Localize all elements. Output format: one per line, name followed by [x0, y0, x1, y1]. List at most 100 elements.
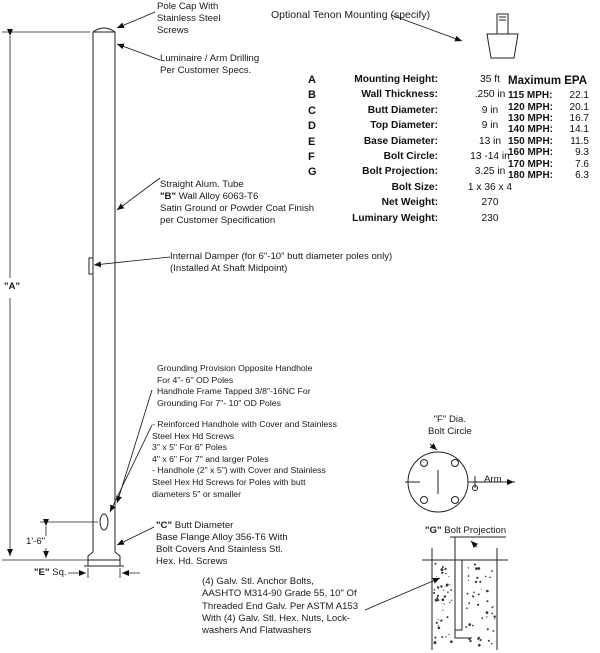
spec-key: E: [308, 135, 316, 148]
dimension-height-label: 1'-6": [26, 536, 46, 547]
tenon-label: Optional Tenon Mounting (specify): [271, 9, 431, 21]
damper-mark: [88, 257, 94, 275]
spec-value: .250 in: [474, 89, 506, 101]
bolt-projection-section: [422, 536, 508, 650]
speckle-dot: [443, 603, 445, 605]
speckle-dot: [492, 630, 495, 632]
speckle-dot: [449, 584, 451, 586]
epa-speed: 180 MPH:: [508, 169, 554, 181]
handhole: [99, 513, 109, 531]
tube-callout-line1: Straight Alum. Tube: [160, 179, 244, 190]
dim-e-letter: "E": [34, 567, 50, 578]
speckle-dot: [440, 585, 443, 588]
speckle-dot: [484, 575, 487, 578]
speckle-dot: [474, 580, 478, 584]
bolt-g-label: "G": [425, 525, 442, 536]
speckle-dot: [494, 618, 496, 620]
epa-value: 20.1: [569, 101, 589, 113]
speckle-dot: [476, 576, 479, 579]
spec-key: [308, 182, 326, 197]
speckle-dot: [434, 562, 437, 565]
tenon-icon: [486, 13, 519, 59]
spec-row: Net Weight: 270: [308, 197, 528, 212]
spec-name: Net Weight:: [381, 197, 438, 209]
speckle-dot: [446, 616, 449, 619]
speckle-dot: [448, 576, 450, 577]
speckle-dot: [472, 595, 473, 596]
spec-value: 230: [481, 212, 499, 224]
pole-cap-callout: Pole Cap With Stainless Steel Screws: [157, 1, 221, 36]
speckle-dot: [479, 638, 482, 642]
speckle-dot: [445, 573, 447, 575]
speckle-dot: [468, 638, 471, 641]
epa-value: 11.5: [570, 135, 589, 147]
speckle-dot: [468, 602, 471, 604]
epa-row: 115 MPH:22.1: [508, 90, 589, 101]
speckle-dot: [436, 597, 439, 600]
epa-row: 160 MPH:9.3: [508, 147, 589, 158]
tube-callout-line3: Satin Ground or Powder Coat Finish per C…: [160, 203, 315, 226]
speckle-dot: [442, 566, 444, 569]
epa-speed: 140 MPH:: [508, 124, 554, 136]
speckle-dot: [466, 592, 469, 595]
speckle-dot: [491, 570, 493, 572]
butt-c-label: "C": [156, 520, 173, 531]
epa-row: 140 MPH: 14.1: [508, 124, 589, 135]
spec-name: Bolt Projection:: [362, 166, 438, 178]
speckle-dot: [450, 640, 453, 643]
dimension-e-label: "E" Sq.: [34, 567, 67, 579]
bolt-circle-plan: [405, 443, 515, 513]
spec-value: 35 ft: [480, 74, 500, 85]
speckle-dot: [444, 568, 447, 571]
bolt-projection-callout: "G" Bolt Projection: [425, 525, 506, 537]
spec-name: Mounting Height:: [354, 74, 438, 85]
epa-title: Maximum EPA: [508, 75, 588, 87]
spec-value: 13 -14 in: [470, 150, 510, 162]
bolt-projection-text: Bolt Projection: [441, 525, 507, 536]
speckle-dot: [467, 579, 470, 581]
speckle-dot: [491, 612, 494, 615]
leader-lines: [93, 11, 463, 611]
spec-key: C: [308, 104, 316, 117]
spec-key: [308, 197, 326, 212]
speckle-dot: [448, 633, 450, 636]
epa-value: 14.1: [569, 124, 589, 136]
concrete-speckle: [433, 562, 496, 647]
speckle-dot: [487, 639, 490, 642]
epa-value: 6.3: [575, 169, 589, 181]
speckle-dot: [477, 637, 480, 640]
epa-speed: 130 MPH:: [508, 112, 554, 124]
pole-cap: [92, 27, 116, 33]
speckle-dot: [440, 619, 443, 622]
spec-value: 13 in: [478, 135, 502, 147]
dimension-handhole-height: [40, 519, 98, 558]
speckle-dot: [491, 606, 494, 609]
spec-name: Wall Thickness:: [361, 89, 438, 101]
epa-value: 7.6: [575, 158, 589, 170]
dimension-a: [2, 29, 90, 561]
speckle-dot: [433, 589, 436, 591]
speckle-dot: [477, 593, 480, 596]
spec-value: 270: [481, 197, 499, 209]
speckle-dot: [465, 626, 468, 628]
damper-callout: Internal Damper (for 6"-10" butt diamete…: [170, 251, 393, 274]
speckle-dot: [437, 626, 441, 630]
spec-key: D: [308, 120, 316, 133]
speckle-dot: [486, 600, 489, 603]
speckle-dot: [468, 623, 472, 626]
speckle-dot: [450, 589, 453, 591]
spec-name: Base Diameter:: [363, 135, 438, 147]
butt-diameter-callout: "C" Butt Diameter: [156, 520, 233, 532]
spec-row: Bolt Size:1 x 36 x 4: [308, 182, 528, 197]
speckle-dot: [493, 605, 495, 607]
butt-diameter-text: Butt Diameter: [172, 520, 234, 531]
speckle-dot: [481, 617, 483, 619]
speckle-dot: [475, 567, 478, 570]
